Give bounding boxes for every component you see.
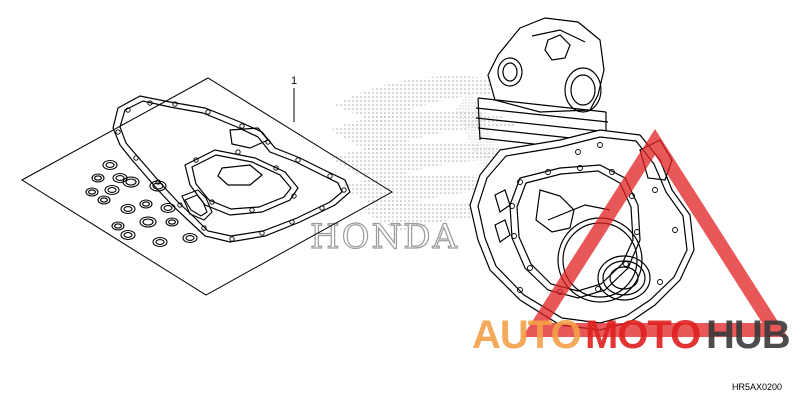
honda-wing-logo: HONDA	[309, 76, 540, 258]
honda-brand-text: HONDA	[310, 217, 459, 257]
watermark-word-hub: HUB	[706, 313, 790, 357]
diagram-code: HR5AX0200	[732, 382, 782, 392]
watermark-word-auto: AUTO	[472, 313, 581, 357]
callout-leader: 1	[291, 75, 297, 122]
crankcase-gasket	[112, 95, 351, 243]
engine-assembly	[469, 17, 695, 331]
gasket-kit-sheet	[21, 77, 393, 296]
watermark-logo-text: AUTO MOTO HUB	[472, 313, 791, 357]
gasket-bolt-holes	[115, 100, 347, 242]
o-rings-set	[85, 159, 213, 248]
watermark-word-moto: MOTO	[585, 313, 700, 357]
callout-number: 1	[291, 75, 297, 87]
engine-bolt-holes	[509, 142, 678, 295]
watermark-triangle	[522, 128, 788, 337]
